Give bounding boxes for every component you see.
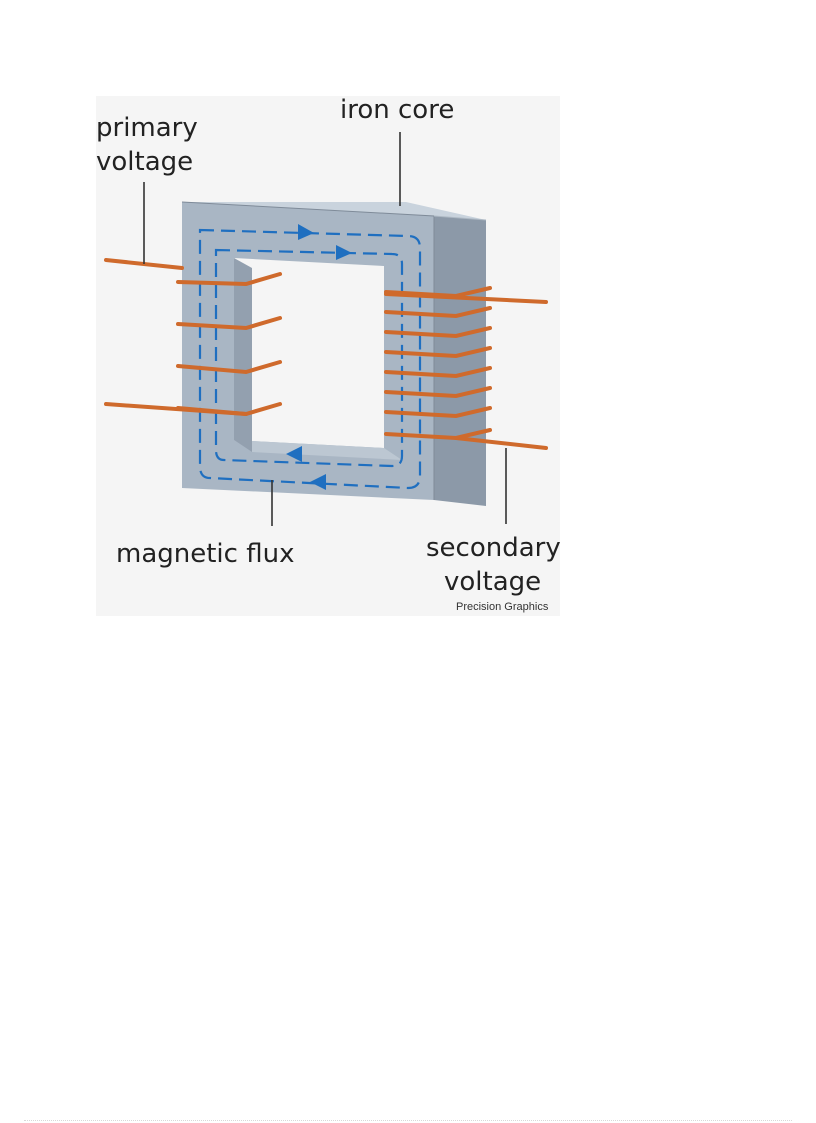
secondary-turn-5 bbox=[384, 366, 492, 379]
core-window-left-wall bbox=[234, 258, 252, 452]
label-secondary-line1: secondary bbox=[426, 533, 560, 563]
label-secondary-line2: voltage bbox=[444, 567, 541, 597]
secondary-turn-7 bbox=[384, 406, 492, 419]
secondary-winding bbox=[384, 286, 548, 450]
primary-turn-2 bbox=[176, 316, 282, 331]
flux-arrow-top-inner bbox=[336, 245, 352, 260]
primary-winding bbox=[104, 258, 282, 417]
primary-turn-1 bbox=[176, 272, 282, 287]
flux-arrow-bottom-inner bbox=[286, 446, 302, 462]
page-bottom-rule bbox=[24, 1120, 792, 1121]
primary-lead-bottom bbox=[104, 402, 248, 416]
secondary-turn-6 bbox=[384, 386, 492, 399]
flux-arrow-top-outer bbox=[298, 224, 314, 240]
flux-loop-inner bbox=[214, 248, 404, 468]
secondary-turn-4 bbox=[384, 346, 492, 359]
transformer-svg: primary voltage iron core magnetic flux … bbox=[96, 96, 560, 616]
secondary-lead-bottom bbox=[454, 436, 548, 450]
flux-arrows bbox=[286, 224, 352, 490]
secondary-turn-2 bbox=[384, 306, 492, 319]
label-magnetic-flux: magnetic flux bbox=[116, 539, 294, 569]
secondary-turn-1 bbox=[384, 286, 492, 299]
label-iron-core: iron core bbox=[340, 96, 454, 125]
core-front-face bbox=[182, 202, 434, 500]
core-window-bottom-wall bbox=[234, 440, 402, 460]
leader-lines bbox=[143, 132, 507, 526]
label-primary-line1: primary bbox=[96, 113, 198, 143]
core-side-face bbox=[434, 216, 486, 506]
primary-turn-3 bbox=[176, 360, 282, 375]
image-credit: Precision Graphics bbox=[456, 601, 549, 613]
secondary-turn-3 bbox=[384, 326, 492, 339]
flux-loop-outer bbox=[198, 228, 422, 490]
label-primary-line2: voltage bbox=[96, 147, 193, 177]
magnetic-flux-path bbox=[198, 228, 422, 490]
transformer-diagram: primary voltage iron core magnetic flux … bbox=[96, 96, 560, 616]
flux-arrow-bottom-outer bbox=[310, 474, 326, 490]
